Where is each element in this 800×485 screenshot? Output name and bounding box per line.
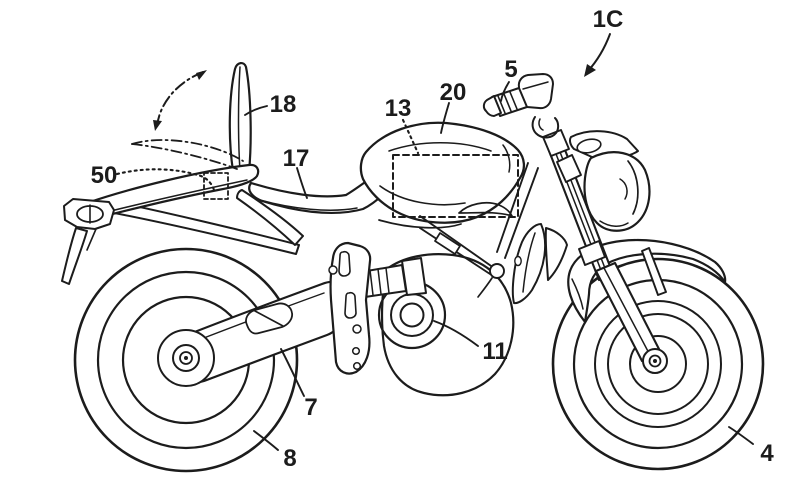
headlight-bottom-line	[599, 220, 629, 227]
leader-4	[728, 426, 754, 445]
grip-ribs	[497, 91, 518, 114]
hanger-link	[477, 277, 493, 298]
tank-top-crease	[388, 142, 492, 152]
fender-front-line	[571, 278, 584, 310]
seat-front-hook-line	[458, 202, 513, 217]
tank-side-crease	[379, 185, 466, 206]
subframe-spar-upper	[236, 189, 304, 246]
shroud-blade-small	[544, 227, 568, 281]
swingarm-slot-diagonal	[254, 310, 284, 327]
fold-rotation-arc	[156, 71, 204, 127]
rear-mudflap	[61, 227, 88, 285]
plate-hole-3	[351, 346, 361, 356]
tail-section	[85, 62, 399, 220]
dashed-hinge-box	[203, 172, 229, 200]
folded-fin-outline-top	[131, 139, 244, 162]
rear-axle-dot	[184, 356, 188, 360]
rear-fender	[61, 198, 115, 285]
swingarm	[157, 280, 352, 387]
seat-bottom-line	[259, 199, 358, 211]
leader-1c-arrowhead	[584, 64, 596, 77]
plate-slot-upper	[338, 250, 351, 277]
leader-18	[244, 105, 268, 116]
ref-label-20: 20	[440, 79, 467, 106]
shock-ribs	[369, 267, 390, 296]
rear-tire-inner	[96, 270, 276, 450]
front-tire-outer	[551, 257, 765, 471]
plate-hole-1	[328, 265, 338, 275]
ref-label-7: 7	[304, 394, 317, 421]
leader-11	[433, 320, 479, 347]
headlight-vent	[576, 138, 602, 154]
front-axle-dot	[653, 359, 657, 363]
fender-clamp-band	[578, 240, 606, 266]
shroud-inner-line	[522, 232, 536, 293]
clutch-clevis	[531, 116, 560, 139]
front-end	[482, 73, 727, 374]
ref-label-4: 4	[760, 440, 774, 467]
front-wheel	[551, 257, 765, 471]
leader-5	[500, 81, 510, 102]
rear-tire-outer	[73, 247, 299, 473]
motor-ring-inner	[399, 302, 425, 328]
backrest-fin	[228, 62, 252, 178]
lower-triple-clamp	[556, 154, 582, 183]
ref-label-11: 11	[482, 338, 507, 365]
ref-label-13: 13	[385, 95, 412, 122]
front-rim-outer	[594, 300, 722, 428]
pivot-bolt	[489, 263, 505, 279]
headlight-lens-line	[627, 160, 639, 215]
side-panel-line	[378, 219, 462, 229]
tank-front-crease	[502, 144, 511, 173]
shock-collar	[401, 257, 427, 296]
leader-20	[440, 102, 450, 134]
leader-50-dotted	[115, 168, 216, 192]
leader-17	[296, 167, 308, 199]
leader-8	[253, 430, 279, 451]
ref-label-5: 5	[504, 56, 517, 83]
clevis-inner	[538, 118, 544, 131]
block-inner-line	[522, 81, 549, 90]
plate-hole-2	[352, 324, 362, 334]
dashed-box-13	[392, 154, 519, 218]
reference-numerals: 1C 5 18 13 20 17 50 11 7 8 4	[91, 6, 775, 472]
front-hub-ring	[629, 335, 687, 393]
tank-cover	[359, 121, 526, 224]
tank-section	[359, 121, 568, 305]
leader-1c	[587, 33, 611, 72]
strut-gusset	[434, 232, 461, 255]
fender-rear-spike	[641, 247, 667, 296]
ref-label-8: 8	[283, 445, 296, 472]
headlight-notch	[619, 178, 628, 200]
leader-7	[280, 348, 305, 397]
bar-end-cone	[482, 95, 502, 117]
fork-slider-line	[603, 267, 652, 358]
front-rim-inner	[607, 313, 709, 415]
leader-13-dotted	[401, 118, 420, 155]
shroud-hole	[514, 255, 522, 267]
shroud-blade-large	[511, 223, 547, 305]
arc-arrowhead-bottom	[153, 120, 162, 131]
plate-slot-lower	[344, 291, 357, 319]
annotations	[115, 33, 754, 451]
powertrain	[328, 241, 515, 397]
arc-arrowhead-top	[196, 70, 207, 80]
ref-label-1c: 1C	[593, 6, 624, 33]
mudflap-stay	[86, 228, 97, 251]
fin-inner-line	[237, 66, 241, 172]
headlight-body	[583, 151, 651, 232]
tail-inner-line	[98, 179, 248, 215]
main-frame-spar	[496, 162, 539, 259]
ref-label-17: 17	[283, 145, 310, 172]
ref-label-18: 18	[270, 91, 297, 118]
ref-label-50: 50	[91, 162, 118, 189]
plate-hole-4	[352, 361, 362, 371]
folded-fin-outline-bottom	[131, 143, 238, 170]
